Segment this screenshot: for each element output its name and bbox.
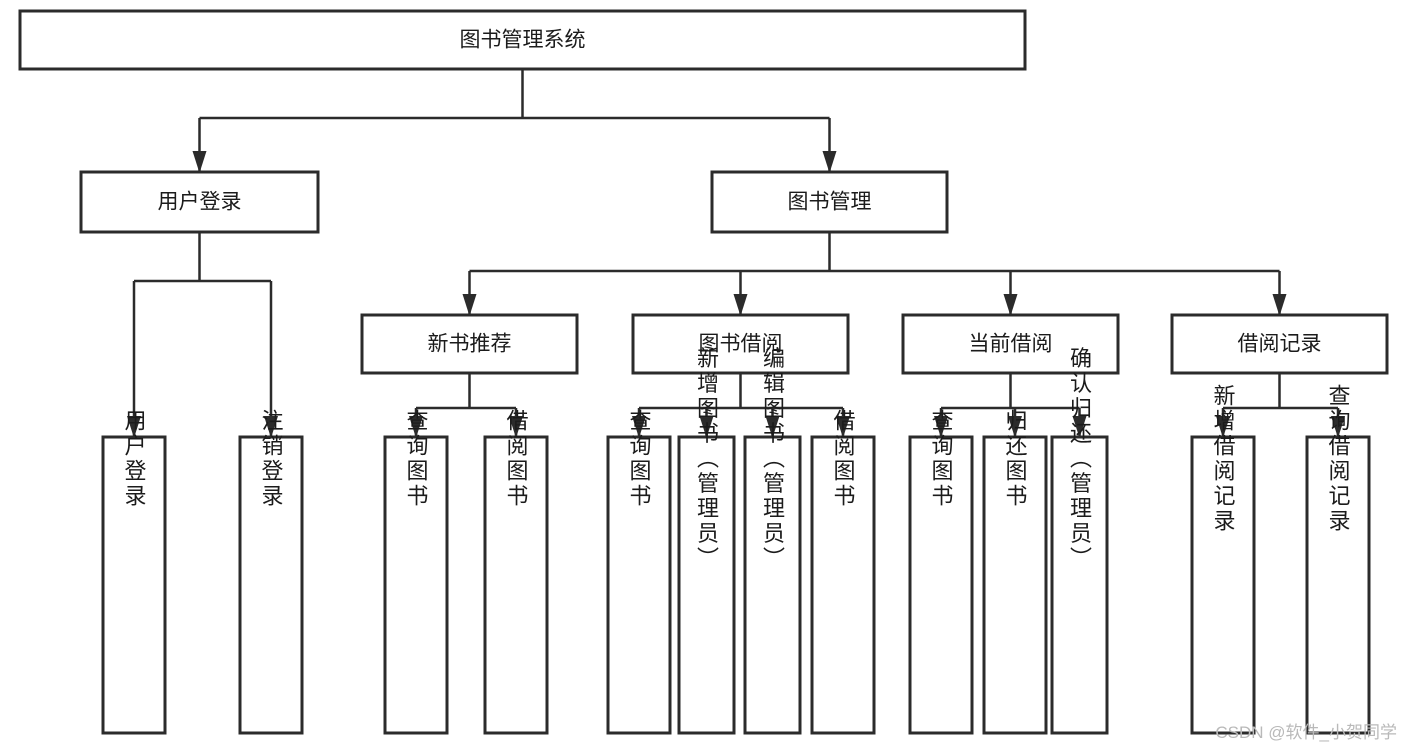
- node-leaf-logout[interactable]: 注销登录: [238, 409, 304, 735]
- node-label: 图书管理: [788, 191, 872, 214]
- edge-arrowhead: [409, 416, 423, 438]
- edge-arrowhead: [1008, 416, 1022, 438]
- node-book-borrow[interactable]: 图书借阅: [631, 313, 850, 375]
- node-user-login[interactable]: 用户登录: [79, 170, 320, 234]
- node-root[interactable]: 图书管理系统: [18, 9, 1027, 71]
- edge-arrowhead: [822, 151, 837, 173]
- node-box: [710, 170, 949, 234]
- node-leaf-edit-book-admin[interactable]: 编辑图书（管理员）: [743, 347, 802, 735]
- edge-arrowhead: [1216, 416, 1230, 438]
- edge-arrowhead: [733, 294, 748, 316]
- edge-arrowhead: [192, 151, 207, 173]
- edge-arrowhead: [934, 416, 948, 438]
- node-box: [18, 9, 1027, 71]
- node-leaf-confirm-return-admin[interactable]: 确认归还（管理员）: [1050, 347, 1109, 735]
- node-label: 图书管理系统: [460, 29, 586, 52]
- node-box: [810, 435, 876, 735]
- node-box: [631, 313, 850, 375]
- node-leaf-user-login[interactable]: 用户登录: [101, 409, 167, 735]
- node-leaf-borrow-book-b[interactable]: 借阅图书: [810, 409, 876, 735]
- edge-arrowhead: [765, 416, 780, 438]
- node-label: 编辑图书（管理员）: [760, 347, 785, 572]
- node-box: [743, 435, 802, 735]
- connector-layer: [127, 69, 1345, 438]
- edge-arrowhead: [462, 294, 477, 316]
- edge-arrowhead: [1003, 294, 1018, 316]
- node-label: 借阅图书: [504, 409, 529, 509]
- node-label: 借阅图书: [831, 409, 856, 509]
- node-label: 查询图书: [404, 409, 429, 509]
- node-box: [238, 435, 304, 735]
- node-label: 查询图书: [627, 409, 652, 509]
- node-box: [677, 435, 736, 735]
- node-label: 借阅记录: [1238, 333, 1322, 356]
- node-label: 确认归还（管理员）: [1067, 347, 1092, 572]
- node-box: [982, 435, 1048, 735]
- node-label: 用户登录: [158, 191, 242, 214]
- edge-arrowhead: [127, 416, 141, 438]
- node-label: 查询图书: [929, 409, 954, 509]
- node-book-manage[interactable]: 图书管理: [710, 170, 949, 234]
- edge-arrowhead: [1072, 416, 1087, 438]
- node-new-book-rec[interactable]: 新书推荐: [360, 313, 579, 375]
- node-leaf-add-book-admin[interactable]: 新增图书（管理员）: [677, 347, 736, 735]
- node-box: [383, 435, 449, 735]
- node-leaf-query-book-c[interactable]: 查询图书: [908, 409, 974, 735]
- node-box: [1190, 435, 1256, 735]
- node-label: 图书借阅: [699, 333, 783, 356]
- node-box: [606, 435, 672, 735]
- node-label: 注销登录: [259, 409, 284, 509]
- edge-arrowhead: [1331, 416, 1345, 438]
- node-box: [908, 435, 974, 735]
- node-box: [1170, 313, 1389, 375]
- node-label: 查询借阅记录: [1326, 384, 1351, 534]
- node-box: [1305, 435, 1371, 735]
- node-label: 新增借阅记录: [1211, 384, 1236, 534]
- node-leaf-query-book-a[interactable]: 查询图书: [383, 409, 449, 735]
- node-leaf-return-book[interactable]: 归还图书: [982, 409, 1048, 735]
- node-borrow-record[interactable]: 借阅记录: [1170, 313, 1389, 375]
- node-current-borrow[interactable]: 当前借阅: [901, 313, 1120, 375]
- edge-arrowhead: [264, 416, 278, 438]
- edge-arrowhead: [509, 416, 523, 438]
- node-label: 当前借阅: [969, 333, 1053, 356]
- edge-arrowhead: [1272, 294, 1287, 316]
- node-box: [901, 313, 1120, 375]
- node-leaf-borrow-book-a[interactable]: 借阅图书: [483, 409, 549, 735]
- node-box: [360, 313, 579, 375]
- node-layer: 图书管理系统用户登录图书管理新书推荐图书借阅当前借阅借阅记录用户登录注销登录查询…: [18, 9, 1389, 735]
- edge-arrowhead: [836, 416, 850, 438]
- node-box: [483, 435, 549, 735]
- node-box: [1050, 435, 1109, 735]
- node-label: 归还图书: [1003, 409, 1028, 509]
- node-leaf-add-borrow-record[interactable]: 新增借阅记录: [1190, 384, 1256, 735]
- node-label: 用户登录: [122, 409, 147, 509]
- node-box: [101, 435, 167, 735]
- node-leaf-query-book-b[interactable]: 查询图书: [606, 409, 672, 735]
- node-leaf-query-borrow-record[interactable]: 查询借阅记录: [1305, 384, 1371, 735]
- node-label: 新书推荐: [428, 333, 512, 356]
- edge-arrowhead: [632, 416, 646, 438]
- node-label: 新增图书（管理员）: [694, 347, 719, 572]
- csdn-watermark: CSDN @软件_小贺同学: [1215, 723, 1397, 742]
- edge-arrowhead: [699, 416, 714, 438]
- node-box: [79, 170, 320, 234]
